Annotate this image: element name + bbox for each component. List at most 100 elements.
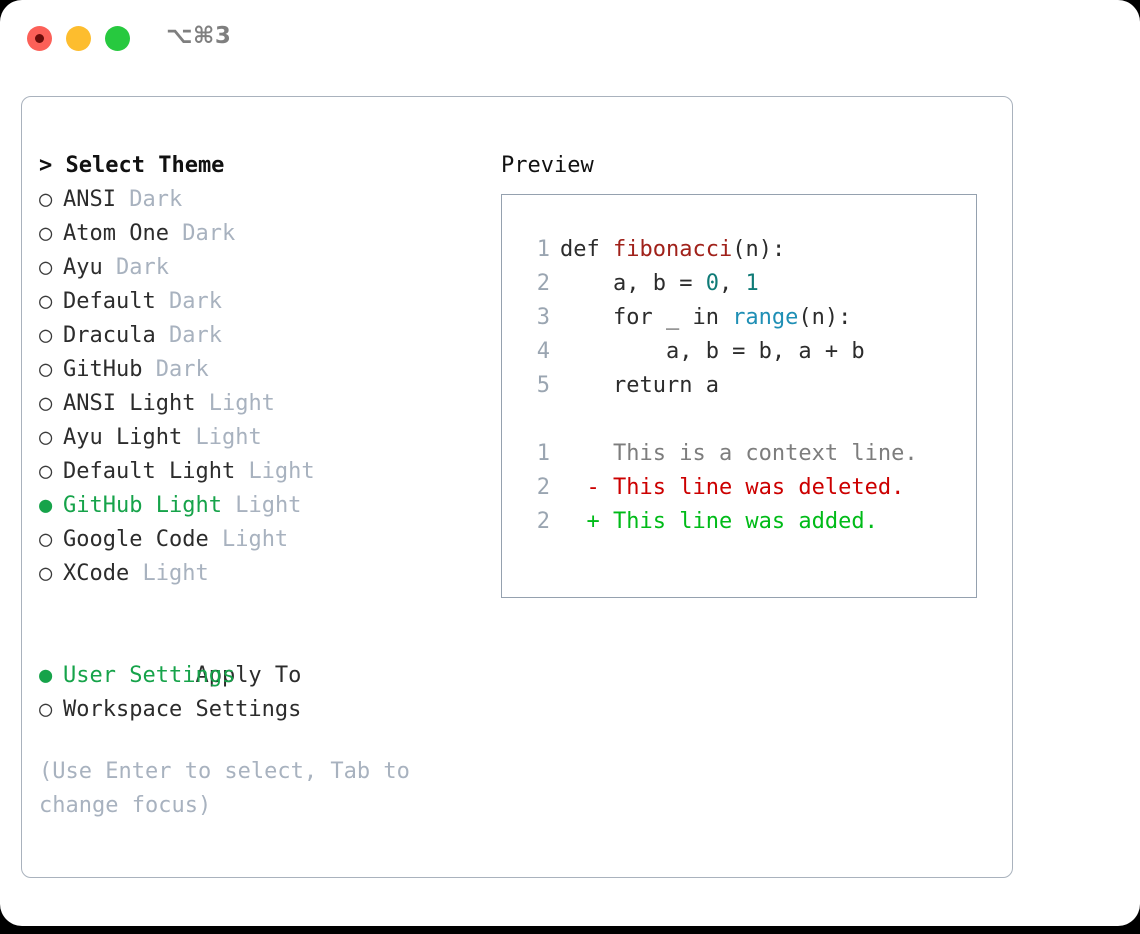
theme-list-item[interactable]: ○ANSI Dark <box>39 183 489 217</box>
close-button[interactable] <box>27 26 52 51</box>
theme-name: GitHub <box>63 357 143 382</box>
theme-name-tag-gap <box>182 425 195 450</box>
code-token-plain: a, b = <box>560 271 706 296</box>
radio-unselected-icon: ○ <box>39 459 53 484</box>
theme-variant-tag: Light <box>248 459 315 484</box>
code-text: for _ in range(n): <box>560 305 851 330</box>
code-text: return a <box>560 373 719 398</box>
theme-list-item[interactable]: ○Atom One Dark <box>39 217 489 251</box>
radio-unselected-icon: ○ <box>39 357 53 382</box>
code-text: a, b = b, a + b <box>560 339 865 364</box>
radio-unselected-icon: ○ <box>39 289 53 314</box>
code-token-num: 1 <box>745 271 759 296</box>
content-panel: > Select Theme ○ANSI Dark○Atom One Dark○… <box>21 96 1013 878</box>
code-line: 2 a, b = 0, 1 <box>522 267 976 301</box>
radio-unselected-icon: ○ <box>39 187 53 212</box>
code-token-plain: return a <box>560 373 719 398</box>
code-text: def fibonacci(n): <box>560 237 785 262</box>
theme-name-tag-gap <box>209 527 222 552</box>
code-text: a, b = 0, 1 <box>560 271 759 296</box>
code-line: 5 return a <box>522 369 976 403</box>
theme-list-item[interactable]: ○ Default Light Light <box>39 455 489 489</box>
theme-variant-tag: Dark <box>168 323 222 348</box>
diff-line-number: 2 <box>536 475 550 500</box>
theme-variant-tag: Light <box>221 527 289 552</box>
radio-unselected-icon: ○ <box>39 527 53 552</box>
diff-line: 2 - This line was deleted. <box>522 471 976 505</box>
theme-variant-tag: Light <box>142 561 209 586</box>
select-theme-header: > Select Theme <box>39 153 225 178</box>
theme-list-item[interactable]: ○ GitHub Dark <box>39 353 489 387</box>
theme-name: ANSI Light <box>63 391 196 416</box>
theme-name: Ayu <box>63 255 103 280</box>
theme-list-item[interactable]: ○ ANSI Light Light <box>39 387 489 421</box>
minimize-button[interactable] <box>66 26 91 51</box>
theme-variant-tag: Dark <box>168 289 222 314</box>
title-bar: ⌥⌘3 <box>0 0 1140 76</box>
theme-name: Atom One <box>63 221 169 246</box>
theme-name: Default Light <box>63 459 236 484</box>
apply-to-list[interactable]: ●User Settings ○ Workspace Settings <box>39 659 489 727</box>
theme-name: XCode <box>63 561 130 586</box>
code-token-plain: a, b = b, a + b <box>560 339 865 364</box>
radio-unselected-icon: ○ <box>39 425 53 450</box>
theme-name: Ayu Light <box>63 425 183 450</box>
theme-name-tag-gap <box>142 357 155 382</box>
theme-variant-tag: Light <box>195 425 262 450</box>
diff-text-deleted: - This line was deleted. <box>560 475 905 500</box>
theme-variant-tag: Light <box>235 493 302 518</box>
line-number: 1 <box>536 237 550 262</box>
code-token-plain: def <box>560 237 613 262</box>
diff-line-number: 1 <box>536 441 550 466</box>
theme-list-item[interactable]: ○XCode Light <box>39 557 489 591</box>
list-spacer <box>39 591 489 625</box>
theme-list-item[interactable]: ○Ayu Dark <box>39 251 489 285</box>
preview-header: Preview <box>501 153 594 178</box>
line-number: 2 <box>536 271 550 296</box>
theme-list-item[interactable]: ○ Google Code Light <box>39 523 489 557</box>
apply-to-item[interactable]: ○ Workspace Settings <box>39 693 489 727</box>
theme-selector-column: > Select Theme ○ANSI Dark○Atom One Dark○… <box>39 149 489 823</box>
apply-to-header: Apply To <box>39 625 489 688</box>
theme-list-item[interactable]: ○Default Dark <box>39 285 489 319</box>
code-token-fn: fibonacci <box>612 237 733 262</box>
theme-variant-tag: Dark <box>129 187 183 212</box>
theme-name-tag-gap <box>156 289 169 314</box>
theme-list-item[interactable]: ●GitHub Light Light <box>39 489 489 523</box>
apply-to-header-label: Apply To <box>195 663 302 688</box>
theme-name: Google Code <box>63 527 209 552</box>
window-controls <box>27 26 130 51</box>
keyboard-shortcut-label: ⌥⌘3 <box>166 23 232 49</box>
code-token-call: range <box>732 305 799 330</box>
theme-variant-tag: Dark <box>155 357 209 382</box>
theme-list-item[interactable]: ○Dracula Dark <box>39 319 489 353</box>
theme-variant-tag: Light <box>208 391 275 416</box>
code-diff-separator <box>522 403 976 437</box>
theme-list-item[interactable]: ○ Ayu Light Light <box>39 421 489 455</box>
theme-name-tag-gap <box>116 187 129 212</box>
radio-unselected-icon: ○ <box>39 391 53 416</box>
theme-name-tag-gap <box>103 255 116 280</box>
code-token-plain: (n): <box>798 305 852 330</box>
diff-line: 2 + This line was added. <box>522 505 976 539</box>
radio-selected-icon: ● <box>39 663 53 688</box>
apply-to-label: Workspace Settings <box>63 697 302 722</box>
maximize-button[interactable] <box>105 26 130 51</box>
theme-name-tag-gap <box>129 561 142 586</box>
keyboard-hint: (Use Enter to select, Tab to change focu… <box>39 759 410 818</box>
apply-to-item[interactable]: ●User Settings <box>39 659 489 693</box>
code-line: 3 for _ in range(n): <box>522 301 976 335</box>
radio-unselected-icon: ○ <box>39 255 53 280</box>
radio-selected-icon: ● <box>39 493 53 518</box>
diff-line: 1 This is a context line. <box>522 437 976 471</box>
radio-unselected-icon: ○ <box>39 323 53 348</box>
diff-sample: 1 This is a context line.2 - This line w… <box>522 437 976 539</box>
radio-unselected-icon: ○ <box>39 697 53 722</box>
theme-list[interactable]: ○ANSI Dark○Atom One Dark○Ayu Dark○Defaul… <box>39 183 489 591</box>
diff-text-context: This is a context line. <box>560 441 918 466</box>
theme-name-tag-gap <box>235 459 248 484</box>
diff-text-added: + This line was added. <box>560 509 878 534</box>
